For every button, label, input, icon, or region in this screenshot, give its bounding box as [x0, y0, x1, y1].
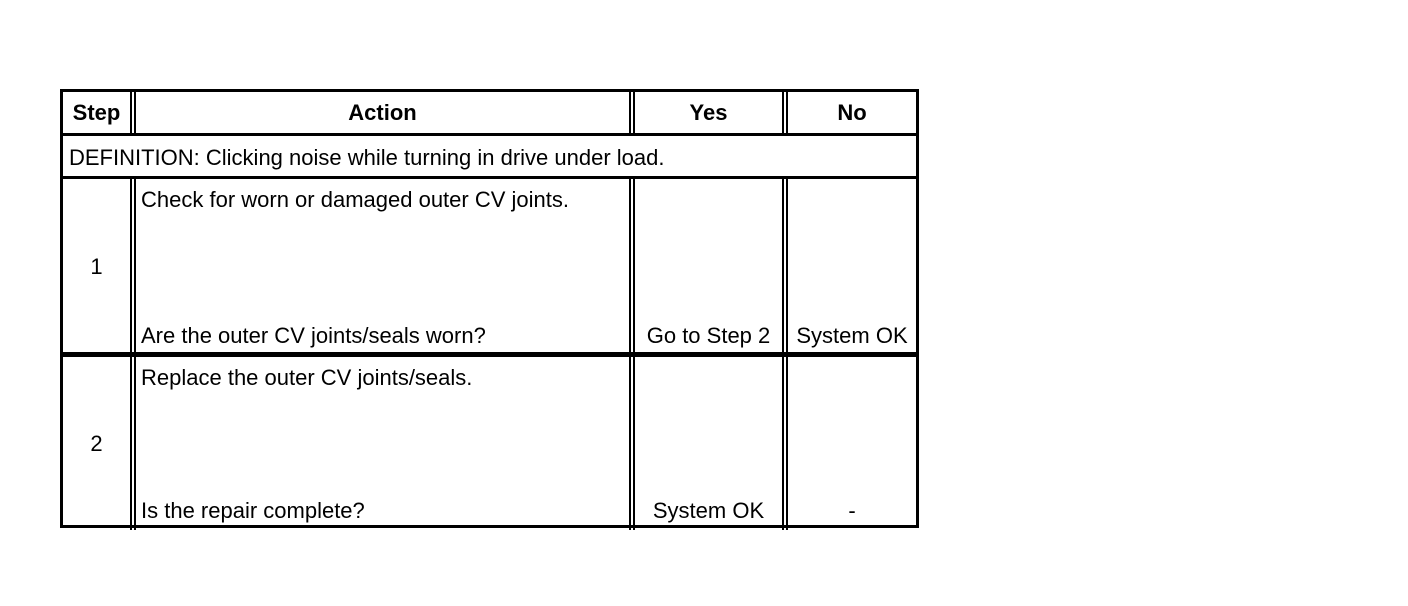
- yes-result: Go to Step 2: [646, 323, 771, 348]
- action-text: Replace the outer CV joints/seals.: [141, 365, 473, 390]
- table-header-row: Step Action Yes No: [63, 92, 916, 133]
- no-cell: -: [782, 357, 916, 530]
- action-cell: Check for worn or damaged outer CV joint…: [130, 179, 629, 355]
- definition-text: DEFINITION: Clicking noise while turning…: [69, 144, 665, 170]
- action-question: Are the outer CV joints/seals worn?: [141, 323, 486, 348]
- action-cell: Replace the outer CV joints/seals. Is th…: [130, 357, 629, 530]
- diagnostic-table: Step Action Yes No DEFINITION: Clicking …: [60, 89, 919, 530]
- header-no: No: [782, 92, 916, 133]
- yes-result: System OK: [652, 498, 765, 523]
- header-step: Step: [72, 99, 121, 125]
- yes-cell: System OK: [629, 357, 782, 530]
- table-row: 1 Check for worn or damaged outer CV joi…: [63, 176, 916, 355]
- table-row: 2 Replace the outer CV joints/seals. Is …: [63, 352, 916, 530]
- header-yes: Yes: [629, 92, 782, 133]
- definition-row: DEFINITION: Clicking noise while turning…: [63, 133, 916, 179]
- step-number: 2: [90, 430, 103, 456]
- no-cell: System OK: [782, 179, 916, 355]
- yes-cell: Go to Step 2: [629, 179, 782, 355]
- no-result: System OK: [796, 323, 908, 348]
- no-result: -: [848, 498, 856, 523]
- action-text: Check for worn or damaged outer CV joint…: [141, 187, 569, 212]
- step-number: 1: [90, 254, 103, 279]
- action-question: Is the repair complete?: [141, 498, 365, 523]
- header-action: Action: [130, 92, 629, 133]
